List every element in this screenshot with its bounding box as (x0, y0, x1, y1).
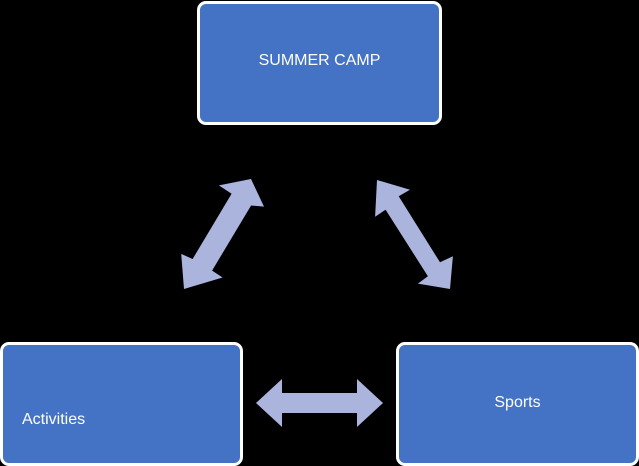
double-arrow-camp-activities (181, 179, 264, 289)
activities-box: Activities (0, 342, 243, 466)
sports-label: Sports (494, 394, 541, 411)
double-arrow-camp-sports (375, 180, 453, 289)
summer-camp-label: SUMMER CAMP (258, 52, 381, 69)
double-arrow-activities-sports (256, 379, 383, 427)
summer-camp-box: SUMMER CAMP (197, 1, 442, 125)
activities-label: Activities (22, 411, 86, 428)
sports-box: Sports (396, 342, 639, 466)
